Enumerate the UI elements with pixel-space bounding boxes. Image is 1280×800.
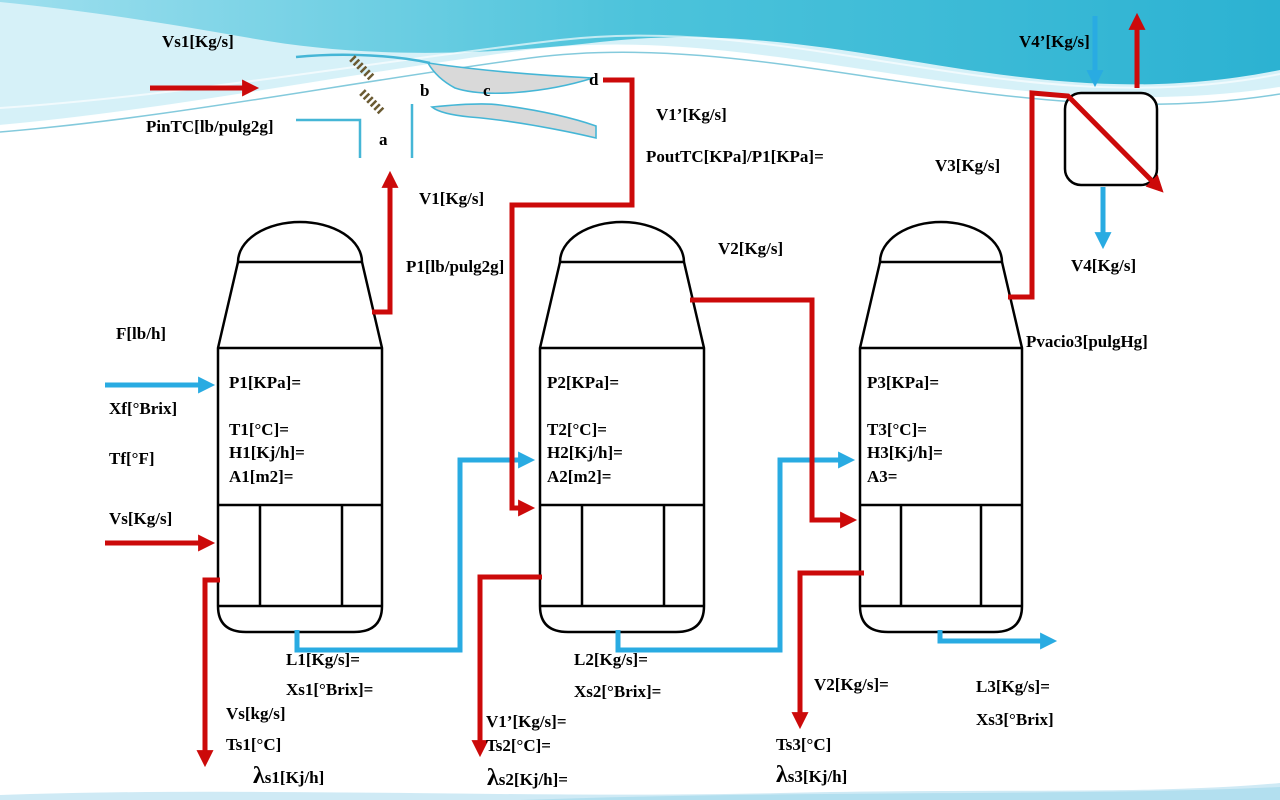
pouttc-label: PoutTC[KPa]/P1[KPa]= [646,147,824,166]
v4-label: V4[Kg/s] [1071,256,1137,275]
bottom-wave-decoration [0,781,1280,800]
evap3-enthalpy-label: H3[Kj/h]= [867,443,943,462]
brix2-label: Xs2[°Brix]= [574,682,662,701]
brix1-label: Xs1[°Brix]= [286,680,374,699]
condensate-1-line [196,577,220,768]
ejector-point-d-label: d [589,70,599,89]
v3-label: V3[Kg/s] [935,156,1001,175]
condensate3-flow-label: V2[Kg/s]= [814,675,889,694]
evaporator-2-internals [540,260,704,608]
evap2-pressure-label: P2[KPa]= [547,373,620,392]
bottom-wave-white-curve [0,781,1280,795]
p1-pressure-label: P1[lb/pulg2g] [406,257,505,276]
v2-label: V2[Kg/s] [718,239,784,258]
condensate1-flow-label: Vs[kg/s] [226,704,286,723]
condensate3-lambda-label: λs3[Kj/h] [776,762,848,788]
liquor3-label: L3[Kg/s]= [976,677,1050,696]
pintc-label: PinTC[lb/pulg2g] [146,117,274,136]
evaporator-2-body [538,220,706,634]
liquor2-label: L2[Kg/s]= [574,650,648,669]
ejector-outlet-to-evap2-line [509,77,635,517]
liquor-3-outlet-line [937,630,1058,650]
evap3-area-label: A3= [867,467,898,486]
condensate2-temp-label: Ts2[°C]= [486,736,551,755]
v1-prime-label: V1’[Kg/s] [656,105,727,124]
steam-flow-lines [105,12,1164,768]
evaporator-vessels [216,91,1159,634]
evap1-area-label: A1[m2]= [229,467,294,486]
condensate1-temp-label: Ts1[°C] [226,735,282,754]
evap2-enthalpy-label: H2[Kj/h]= [547,443,623,462]
evaporator-1-internals [218,260,382,608]
evaporator-1-body [216,220,384,634]
vs-inlet-label: Vs[Kg/s] [109,509,173,528]
condensate2-lambda-label: λs2[Kj/h]= [487,765,568,791]
vs1-label: Vs1[Kg/s] [162,32,234,51]
condensate2-flow-label: V1’[Kg/s]= [486,712,567,731]
v1-label: V1[Kg/s] [419,189,485,208]
ejector-point-a-label: a [379,130,388,149]
evap3-temperature-label: T3[°C]= [867,420,927,439]
nozzle-hatch-lower [359,89,385,115]
evap1-temperature-label: T1[°C]= [229,420,289,439]
evap3-pressure-label: P3[KPa]= [867,373,940,392]
evaporator-3-internals [860,260,1022,608]
bottom-wave-fill-2 [520,787,1280,800]
v4-prime-label: V4’[Kg/s] [1019,32,1090,51]
ejector-inlet-top-line [295,53,431,65]
wave-teal-curve [0,51,1280,133]
evaporator-3-body [858,220,1024,634]
evap2-area-label: A2[m2]= [547,467,612,486]
condensate-3-line [791,570,864,730]
ejector-top-wall [426,61,594,94]
ejector-bottom-wall [430,103,597,140]
ejector-point-b-label: b [420,81,430,100]
evap1-enthalpy-label: H1[Kj/h]= [229,443,305,462]
xf-label: Xf[°Brix] [109,399,178,418]
brix3-label: Xs3[°Brix] [976,710,1054,729]
condensate3-temp-label: Ts3[°C] [776,735,832,754]
wave-teal-layer [0,0,1280,85]
evap2-temperature-label: T2[°C]= [547,420,607,439]
evap1-pressure-label: P1[KPa]= [229,373,302,392]
condensate-2-line [471,574,542,758]
liquor-1-to-2-line [294,451,536,653]
vapor-1-to-ejector-line [372,170,399,315]
thermocompressor-sketch [295,53,597,158]
liquor1-label: L1[Kg/s]= [286,650,360,669]
ejector-inlet-bottom-line [296,118,362,158]
liquid-flow-lines [105,16,1112,653]
condensate1-lambda-label: λs1[Kj/h] [253,763,325,789]
ejector-point-c-label: c [483,81,491,100]
feed-label: F[lb/h] [116,324,167,343]
pvacio3-label: Pvacio3[pulgHg] [1026,332,1148,351]
liquor-2-to-3-line [615,451,856,653]
vapor-3-to-condenser-line [1008,90,1164,300]
tf-label: Tf[°F] [109,449,155,468]
vapor-2-to-evap3-line [690,297,858,529]
